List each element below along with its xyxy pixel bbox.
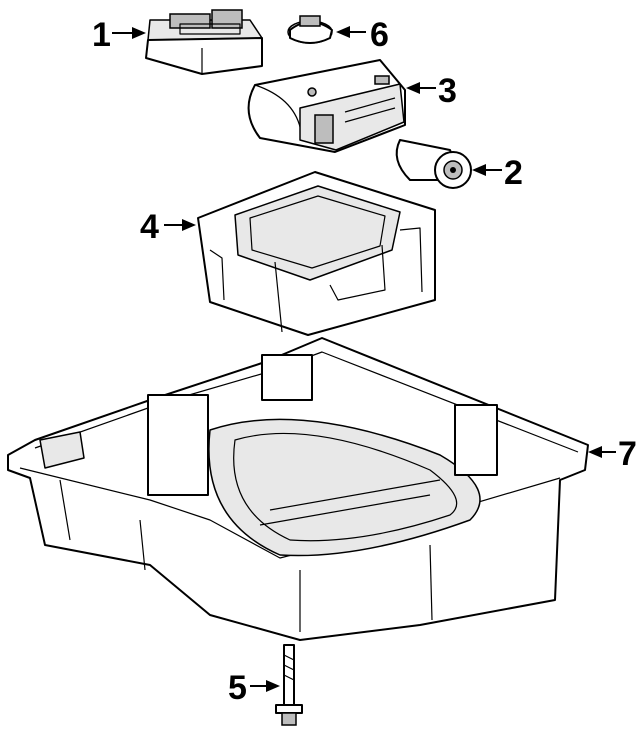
leader-2: [472, 164, 502, 176]
callout-3: 3: [438, 72, 457, 110]
part-3-compressor[interactable]: [247, 59, 406, 153]
leader-5: [250, 680, 280, 692]
part-7-floor-pan[interactable]: [7, 337, 589, 641]
part-5-bolt[interactable]: [275, 644, 303, 726]
callout-7: 7: [618, 435, 637, 473]
callout-4: 4: [140, 208, 159, 246]
callout-1: 1: [92, 16, 111, 54]
leader-6: [336, 26, 366, 38]
leader-7: [588, 446, 616, 458]
leader-4: [164, 219, 196, 231]
part-2-reel[interactable]: [395, 139, 472, 189]
callout-2: 2: [504, 154, 523, 192]
part-1-tool-kit[interactable]: [145, 9, 263, 75]
leader-1: [112, 27, 146, 39]
leader-3: [406, 82, 436, 94]
callout-5: 5: [228, 669, 247, 707]
part-4-tray[interactable]: [197, 171, 436, 336]
callout-6: 6: [370, 16, 389, 54]
part-6-cap[interactable]: [287, 15, 333, 44]
